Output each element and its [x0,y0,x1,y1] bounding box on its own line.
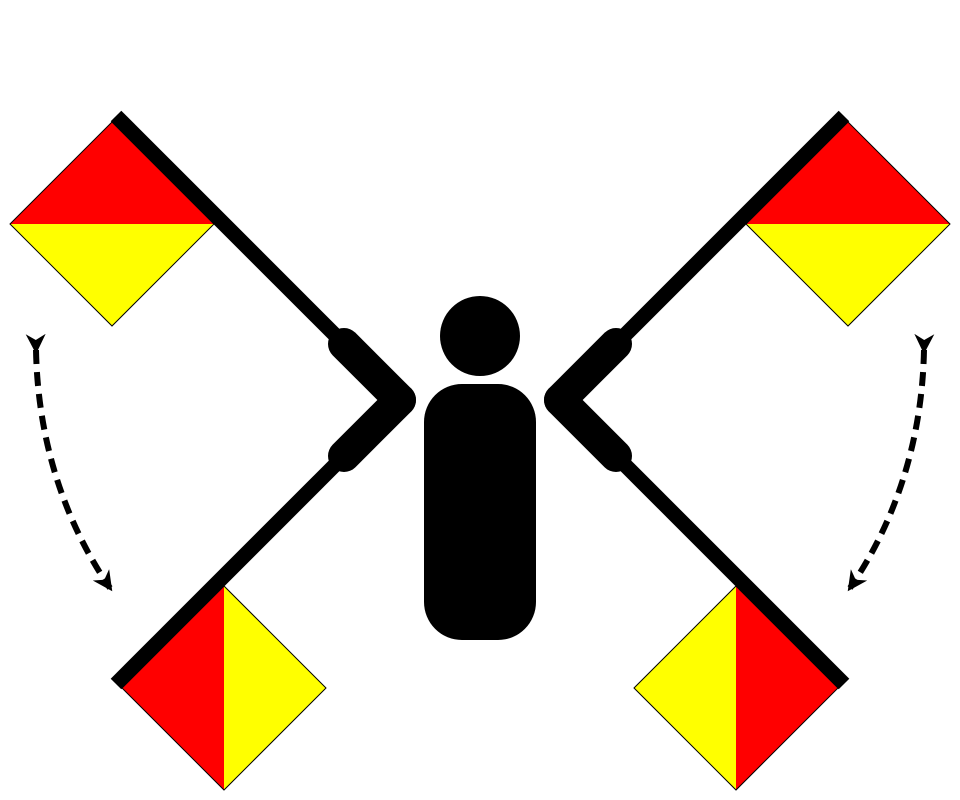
lower-right-flag-arm [544,384,850,791]
lower-right-flag-yellow [634,586,736,790]
lower-left-flag-red [122,586,224,790]
lower-left-flag-pole [110,450,350,690]
upper-right-flag-red [746,122,950,224]
left-motion-arrow-icon [25,333,113,592]
lower-right-flag-red [736,586,838,790]
upper-left-flag-yellow [10,224,214,326]
person-icon [424,296,536,640]
lower-right-hand [544,384,632,472]
upper-right-flag-arm [544,110,951,416]
upper-right-flag-yellow [746,224,950,326]
upper-left-flag-red [10,122,214,224]
person-head [440,296,520,376]
lower-left-hand [328,384,416,472]
lower-left-flag-yellow [224,586,326,790]
lower-left-flag-arm [110,384,416,791]
lower-right-flag-pole [610,450,850,690]
person-body [424,384,536,640]
upper-left-flag-arm [9,110,416,416]
right-motion-arrow-icon [847,333,935,592]
upper-left-flag-pole [110,110,350,350]
upper-right-flag-pole [610,110,850,350]
